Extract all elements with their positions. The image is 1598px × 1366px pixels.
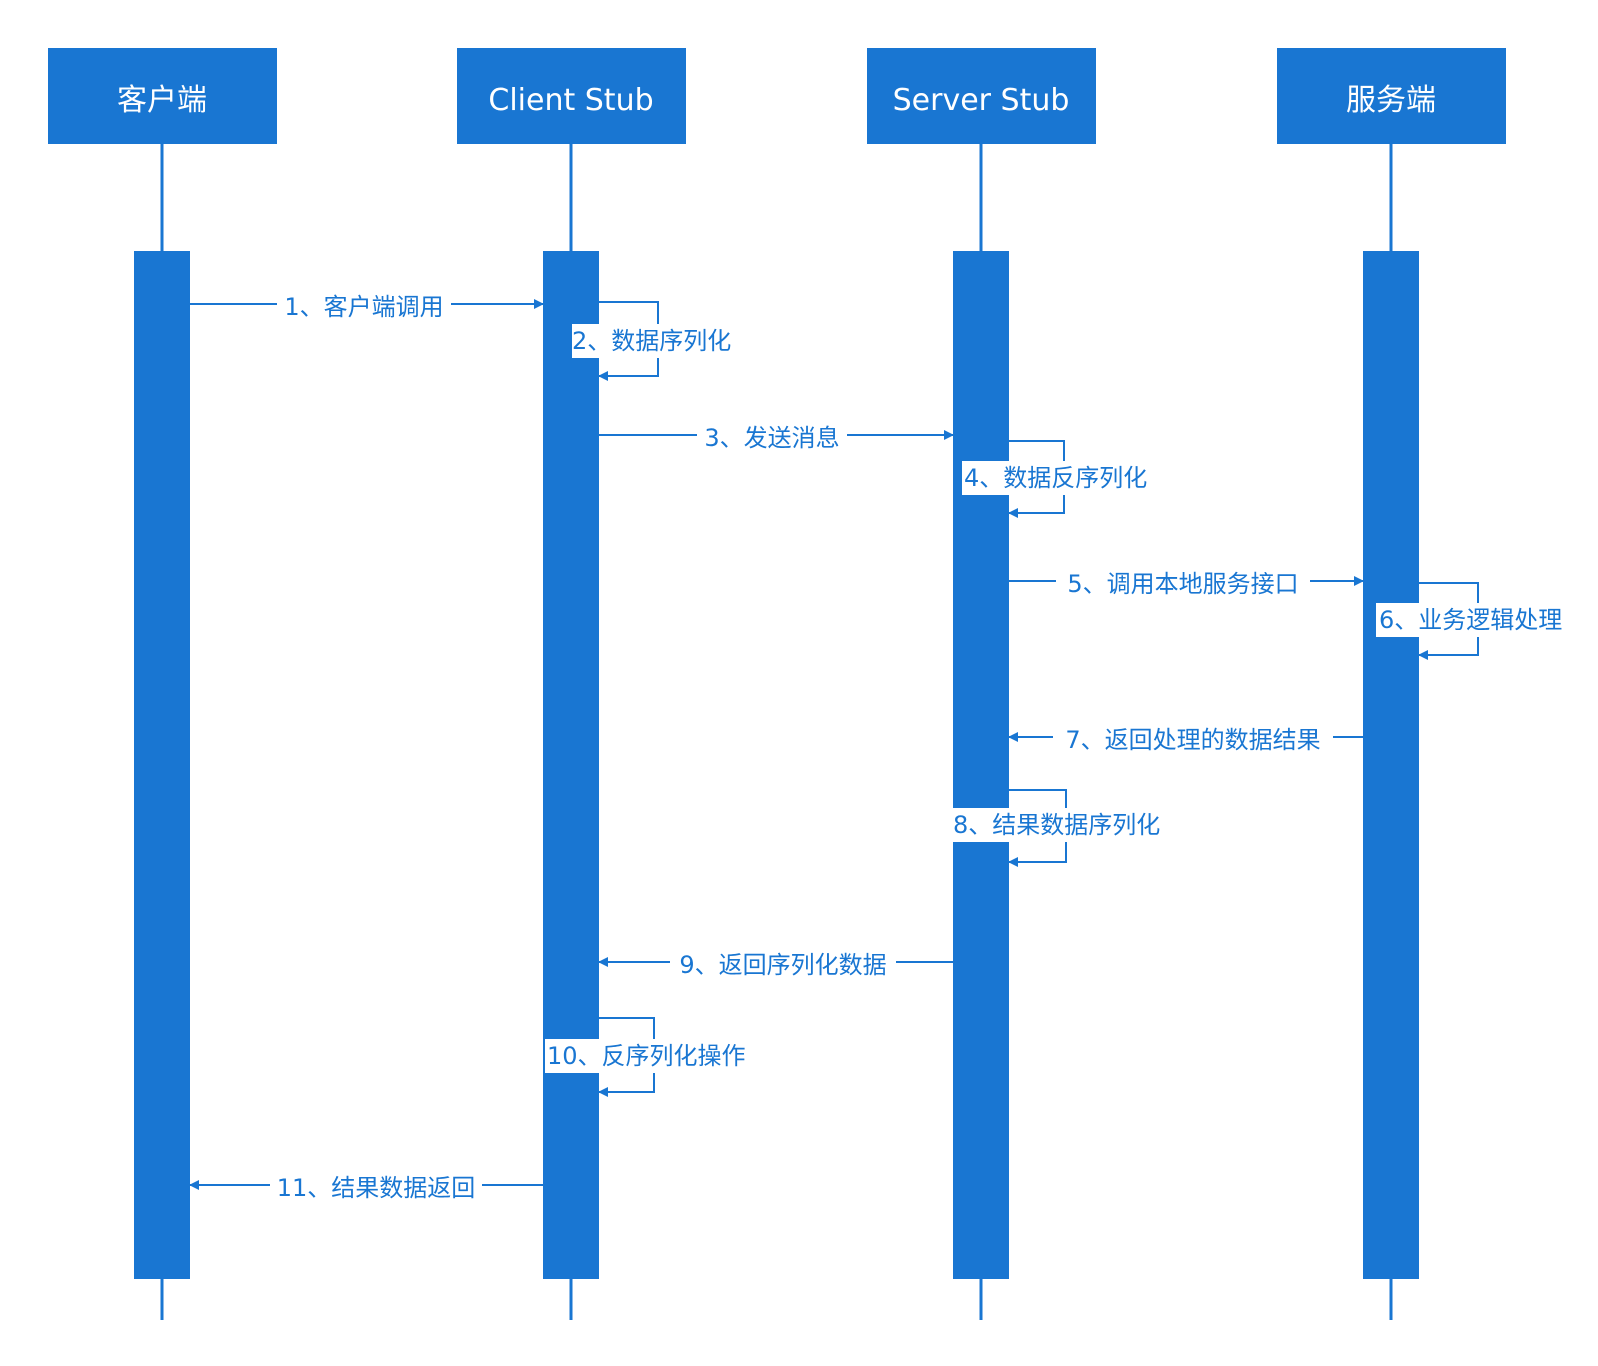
message-11-label: 11、结果数据返回 xyxy=(277,1174,476,1202)
activation-client-stub xyxy=(543,251,599,1279)
message-3-label: 3、发送消息 xyxy=(704,424,839,452)
message-1: 1、客户端调用 xyxy=(190,291,544,321)
participant-server: 服务端 xyxy=(1277,48,1506,144)
message-8: 8、结果数据序列化 xyxy=(951,789,1185,867)
message-8-label: 8、结果数据序列化 xyxy=(953,811,1160,839)
message-3: 3、发送消息 xyxy=(599,422,954,452)
message-2-label: 2、数据序列化 xyxy=(572,327,731,355)
message-11: 11、结果数据返回 xyxy=(189,1172,543,1202)
activation-server-stub xyxy=(953,251,1009,1279)
message-4: 4、数据反序列化 xyxy=(962,440,1168,518)
participant-client: 客户端 xyxy=(48,48,277,144)
message-6: 6、业务逻辑处理 xyxy=(1376,582,1582,660)
message-9-label: 9、返回序列化数据 xyxy=(679,951,886,979)
message-5: 5、调用本地服务接口 xyxy=(1009,568,1364,598)
message-4-label: 4、数据反序列化 xyxy=(964,464,1147,492)
message-7: 7、返回处理的数据结果 xyxy=(1008,724,1363,754)
participant-client-label: 客户端 xyxy=(117,83,207,118)
participant-client-stub: Client Stub xyxy=(457,48,686,144)
participant-server-stub: Server Stub xyxy=(867,48,1096,144)
message-10: 10、反序列化操作 xyxy=(545,1017,763,1097)
participant-client-stub-label: Client Stub xyxy=(488,83,653,118)
activation-client xyxy=(134,251,190,1279)
message-9: 9、返回序列化数据 xyxy=(598,949,953,979)
message-6-label: 6、业务逻辑处理 xyxy=(1379,606,1562,634)
activation-server xyxy=(1363,251,1419,1279)
participant-server-stub-label: Server Stub xyxy=(893,83,1070,118)
message-2: 2、数据序列化 xyxy=(572,301,744,381)
message-10-label: 10、反序列化操作 xyxy=(547,1042,746,1070)
message-5-label: 5、调用本地服务接口 xyxy=(1067,570,1298,598)
message-7-label: 7、返回处理的数据结果 xyxy=(1065,726,1320,754)
participant-server-label: 服务端 xyxy=(1346,83,1436,118)
message-1-label: 1、客户端调用 xyxy=(284,293,443,321)
